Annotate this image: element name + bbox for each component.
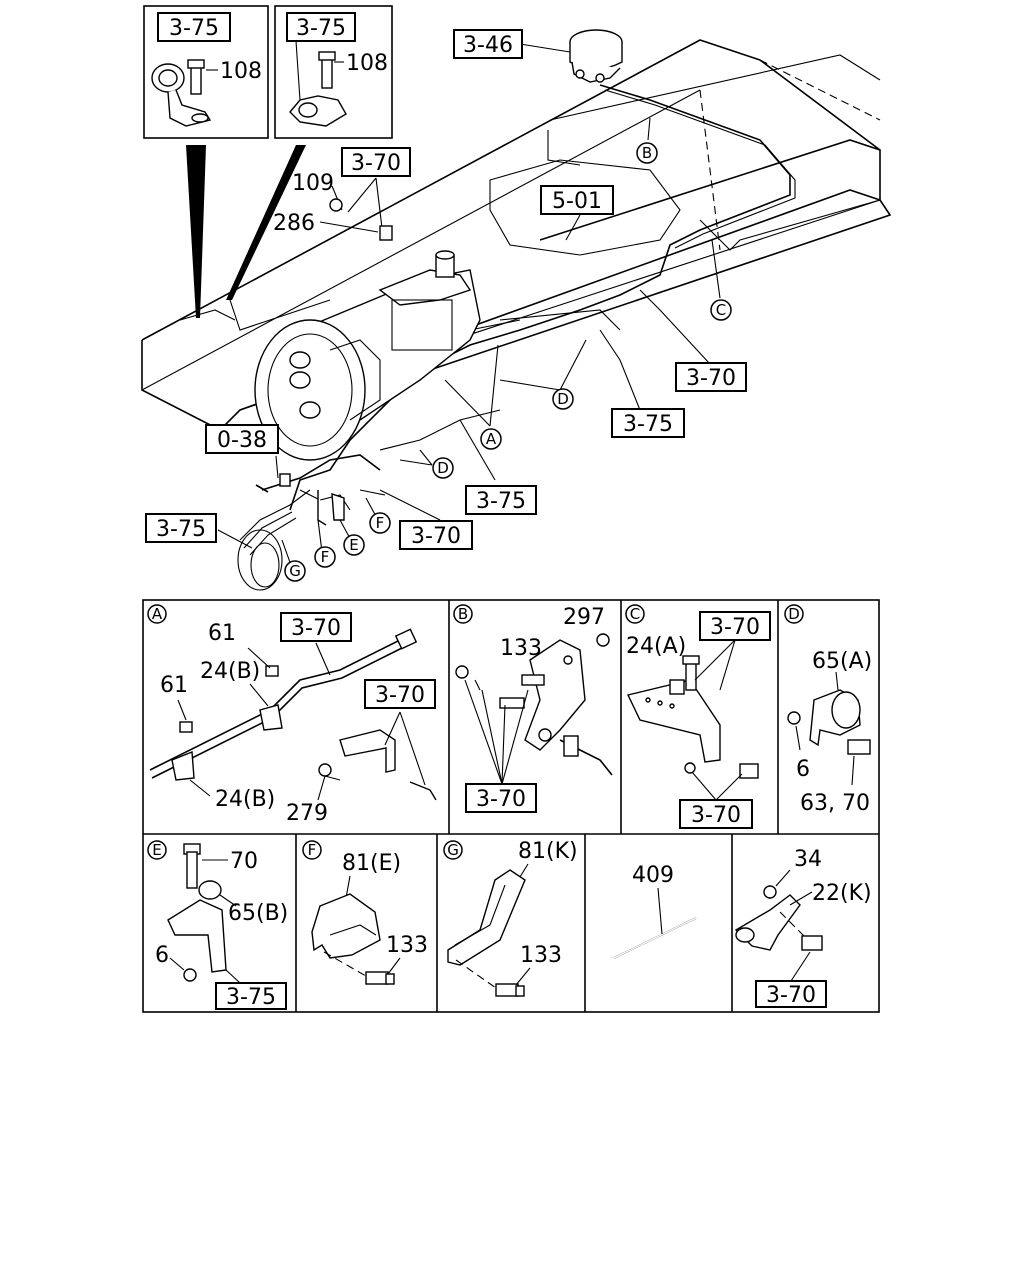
callout-F-right: F xyxy=(376,514,385,532)
panel-A-p61a: 61 xyxy=(208,621,236,646)
panel-D-p6: 6 xyxy=(796,757,810,782)
panel-C-ref1: 3-70 xyxy=(710,615,760,640)
panel-F-p133: 133 xyxy=(386,933,428,958)
ref-0-38: 0-38 xyxy=(217,428,267,453)
transmission xyxy=(254,250,481,461)
inset-right-ref: 3-75 xyxy=(296,16,346,41)
panel-E-ref: 3-75 xyxy=(226,985,276,1010)
panel-D-p6370: 63, 70 xyxy=(800,791,870,816)
panel-E: E 70 65(B) 6 3-75 xyxy=(147,840,288,1010)
main-ref-boxes: 3-46 3-70 5-01 3-70 3-75 0-38 3-75 3-75 … xyxy=(145,29,747,550)
panel-B: B 297 133 3-70 xyxy=(453,604,613,813)
panel-bracket: 34 22(K) 3-70 xyxy=(734,847,872,1008)
inset-right-part: 108 xyxy=(346,51,388,76)
panel-D-letter: D xyxy=(788,605,800,623)
panel-A-p24b-a: 24(B) xyxy=(200,659,260,684)
panel-A-p24b-b: 24(B) xyxy=(215,787,275,812)
air-dryer xyxy=(569,29,623,83)
panel-E-p70: 70 xyxy=(230,849,258,874)
panel-I-p22k: 22(K) xyxy=(812,881,872,906)
callout-A: A xyxy=(486,430,497,448)
callout-D-right: D xyxy=(557,390,569,408)
panel-I-p34: 34 xyxy=(794,847,822,872)
ref-3-75-mid: 3-75 xyxy=(476,489,526,514)
part-109: 109 xyxy=(292,171,334,196)
inset-right-leader xyxy=(226,145,306,300)
panel-G: G 81(K) 133 xyxy=(443,839,578,997)
panel-C-p24a: 24(A) xyxy=(626,634,686,659)
detail-grid xyxy=(142,599,880,1013)
panel-A: A 3-70 61 24(B) 61 24(B) 3-70 279 xyxy=(147,604,437,826)
ref-3-70-right: 3-70 xyxy=(686,366,736,391)
panel-A-p61b: 61 xyxy=(160,673,188,698)
inset-left: 3-75 108 xyxy=(143,5,269,139)
panel-A-ref1: 3-70 xyxy=(291,616,341,641)
panel-409-part: 409 xyxy=(632,863,674,888)
panel-B-p297: 297 xyxy=(563,605,605,630)
panel-C: C 24(A) 3-70 3-70 xyxy=(625,604,771,829)
harness xyxy=(237,409,501,591)
panel-E-p6: 6 xyxy=(155,943,169,968)
callout-B: B xyxy=(642,144,652,162)
part-286: 286 xyxy=(273,211,315,236)
panel-F: F 81(E) 133 xyxy=(302,840,428,985)
callout-C: C xyxy=(716,301,726,319)
panel-D-p65a: 65(A) xyxy=(812,649,872,674)
panel-G-letter: G xyxy=(447,841,459,859)
panel-D: D 65(A) 6 63, 70 xyxy=(784,604,872,816)
callout-G: G xyxy=(289,562,301,580)
callout-F-left: F xyxy=(321,548,330,566)
main-leaders xyxy=(217,43,721,569)
inset-right: 3-75 108 xyxy=(274,5,393,139)
panel-G-p81k: 81(K) xyxy=(518,839,578,864)
ref-3-70-bottom: 3-70 xyxy=(411,524,461,549)
panel-G-p133: 133 xyxy=(520,943,562,968)
inset-left-ref: 3-75 xyxy=(169,16,219,41)
panel-409: 409 xyxy=(613,863,697,959)
panel-A-p279: 279 xyxy=(286,801,328,826)
panel-F-p81e: 81(E) xyxy=(342,851,401,876)
panel-A-letter: A xyxy=(152,605,163,623)
callout-D-left: D xyxy=(437,459,449,477)
panel-C-ref2: 3-70 xyxy=(691,803,741,828)
panel-F-letter: F xyxy=(308,841,317,859)
panel-E-letter: E xyxy=(152,841,161,859)
panel-C-letter: C xyxy=(630,605,640,623)
inset-left-part: 108 xyxy=(220,59,262,84)
callout-E: E xyxy=(349,536,358,554)
ref-5-01: 5-01 xyxy=(552,189,602,214)
panel-E-p65b: 65(B) xyxy=(228,901,288,926)
main-callouts: B C D A D F E F G xyxy=(284,142,732,582)
panel-B-ref: 3-70 xyxy=(476,787,526,812)
panel-B-letter: B xyxy=(458,605,468,623)
panel-I-ref: 3-70 xyxy=(766,983,816,1008)
ref-3-75-right: 3-75 xyxy=(623,412,673,437)
inset-left-leader xyxy=(186,145,206,318)
ref-3-46: 3-46 xyxy=(463,33,513,58)
ref-3-70-top: 3-70 xyxy=(351,151,401,176)
ref-3-75-left: 3-75 xyxy=(156,517,206,542)
panel-A-ref2: 3-70 xyxy=(375,683,425,708)
